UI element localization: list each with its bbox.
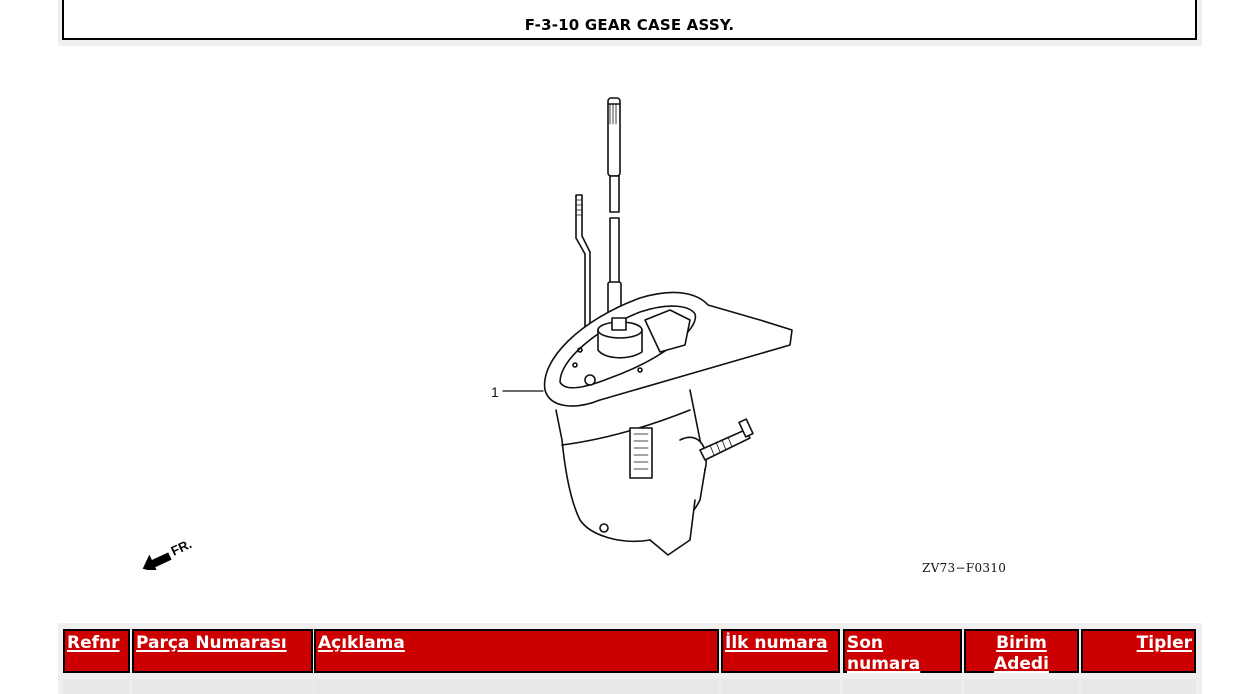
column-header-refnr[interactable]: Refnr	[63, 629, 130, 673]
front-direction-icon: FR.	[142, 536, 194, 570]
table-cell-placeholder	[132, 679, 313, 694]
table-cell-placeholder	[964, 679, 1079, 694]
sort-link-first-number[interactable]: İlk numara	[725, 633, 828, 653]
gear-case-diagram: 1	[491, 97, 793, 556]
table-cell-placeholder	[314, 679, 719, 694]
sort-link-last-number[interactable]: Son numara	[847, 633, 921, 674]
column-header-part-number[interactable]: Parça Numarası	[132, 629, 313, 673]
sort-link-refnr[interactable]: Refnr	[67, 633, 120, 653]
sort-link-types[interactable]: Tipler	[1136, 633, 1192, 653]
column-header-description[interactable]: Açıklama	[314, 629, 719, 673]
sort-link-part-number[interactable]: Parça Numarası	[136, 633, 287, 653]
column-header-first-number[interactable]: İlk numara	[721, 629, 840, 673]
page-title: F-3-10 GEAR CASE ASSY.	[524, 16, 735, 34]
title-box: F-3-10 GEAR CASE ASSY.	[62, 0, 1197, 40]
sort-link-description[interactable]: Açıklama	[318, 633, 405, 653]
column-header-last-number[interactable]: Son numara	[843, 629, 962, 674]
table-cell-placeholder	[1081, 679, 1196, 694]
front-label: FR.	[169, 536, 194, 558]
sort-link-unit-quantity[interactable]: Birim Adedi	[994, 633, 1049, 674]
callout-1: 1	[491, 384, 499, 400]
figure-code: ZV73−F0310	[922, 561, 1007, 575]
table-cell-placeholder	[63, 679, 130, 694]
table-cell-placeholder	[843, 679, 962, 694]
column-header-types[interactable]: Tipler	[1081, 629, 1196, 673]
column-header-unit-quantity[interactable]: Birim Adedi	[964, 629, 1079, 674]
table-cell-placeholder	[721, 679, 840, 694]
